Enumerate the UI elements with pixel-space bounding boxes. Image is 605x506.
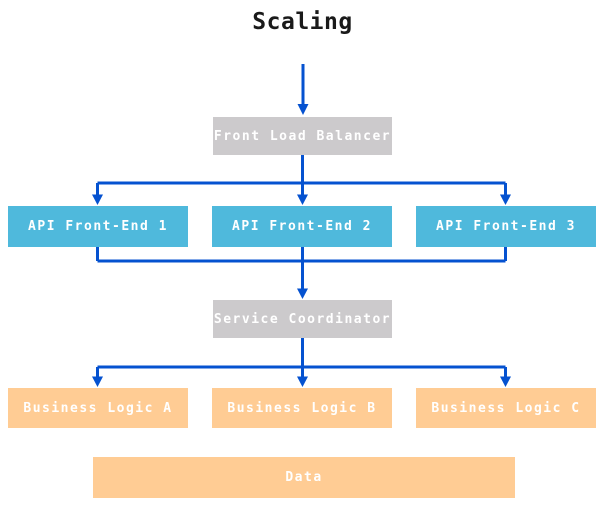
node-business-logic-a-label: Business Logic A bbox=[23, 400, 173, 416]
node-business-logic-a: Business Logic A bbox=[8, 388, 188, 428]
node-business-logic-b: Business Logic B bbox=[212, 388, 392, 428]
edge-apis-to-coordinator bbox=[96, 247, 507, 299]
node-api-front-end-2-label: API Front-End 2 bbox=[232, 219, 372, 234]
node-api-front-end-1: API Front-End 1 bbox=[8, 206, 188, 247]
node-api-front-end-1-label: API Front-End 1 bbox=[28, 219, 168, 234]
node-api-front-end-3-label: API Front-End 3 bbox=[436, 219, 576, 234]
node-data-label: Data bbox=[285, 470, 323, 485]
node-data: Data bbox=[93, 457, 515, 498]
edge-load-balancer-to-apis bbox=[92, 155, 511, 205]
node-api-front-end-2: API Front-End 2 bbox=[212, 206, 392, 247]
node-api-front-end-3: API Front-End 3 bbox=[416, 206, 596, 247]
node-business-logic-c-label: Business Logic C bbox=[431, 400, 581, 416]
node-business-logic-c: Business Logic C bbox=[416, 388, 596, 428]
node-business-logic-b-label: Business Logic B bbox=[227, 400, 377, 416]
diagram-title: Scaling bbox=[252, 9, 353, 35]
node-front-load-balancer: Front Load Balancer bbox=[213, 117, 392, 155]
node-service-coordinator-label: Service Coordinator bbox=[213, 311, 392, 327]
node-service-coordinator: Service Coordinator bbox=[213, 300, 392, 338]
node-front-load-balancer-label: Front Load Balancer bbox=[213, 128, 392, 144]
edge-start-to-load-balancer bbox=[297, 64, 309, 115]
edge-coordinator-to-logic bbox=[92, 338, 511, 387]
